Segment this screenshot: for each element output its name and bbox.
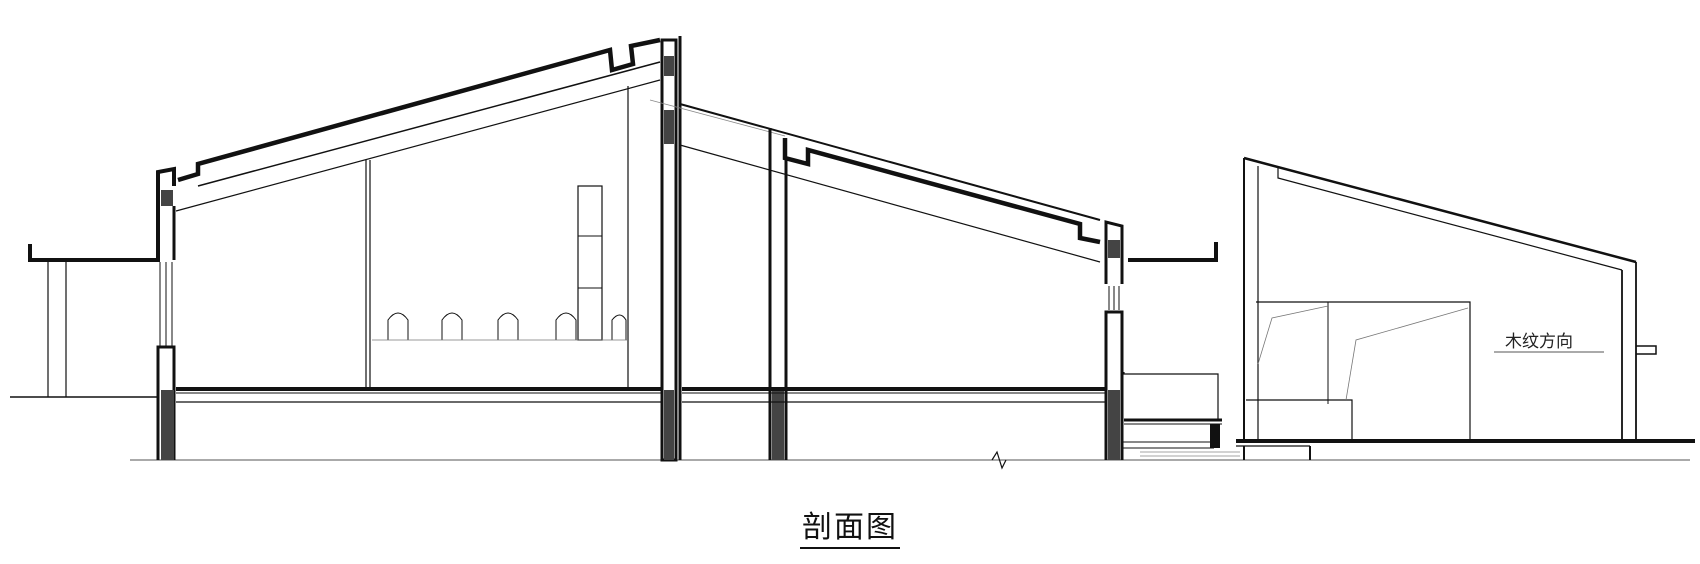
left-canopy [28, 244, 160, 397]
middle-post [768, 128, 788, 460]
right-floor [682, 387, 1106, 403]
break-symbol [991, 450, 1007, 470]
wood-grain-label: 木纹方向 [1505, 332, 1573, 352]
left-wall [156, 166, 176, 460]
pavilion [1236, 156, 1695, 460]
left-floor [176, 387, 662, 403]
drawing-title: 剖面图 [800, 502, 900, 549]
title-container: 剖面图 [0, 502, 1700, 549]
right-roof [649, 99, 1101, 263]
left-roof [175, 37, 661, 212]
bench [1122, 372, 1240, 457]
right-wall [1104, 220, 1124, 460]
left-interior [365, 86, 629, 390]
central-wall [660, 36, 682, 462]
right-canopy [1128, 242, 1218, 262]
